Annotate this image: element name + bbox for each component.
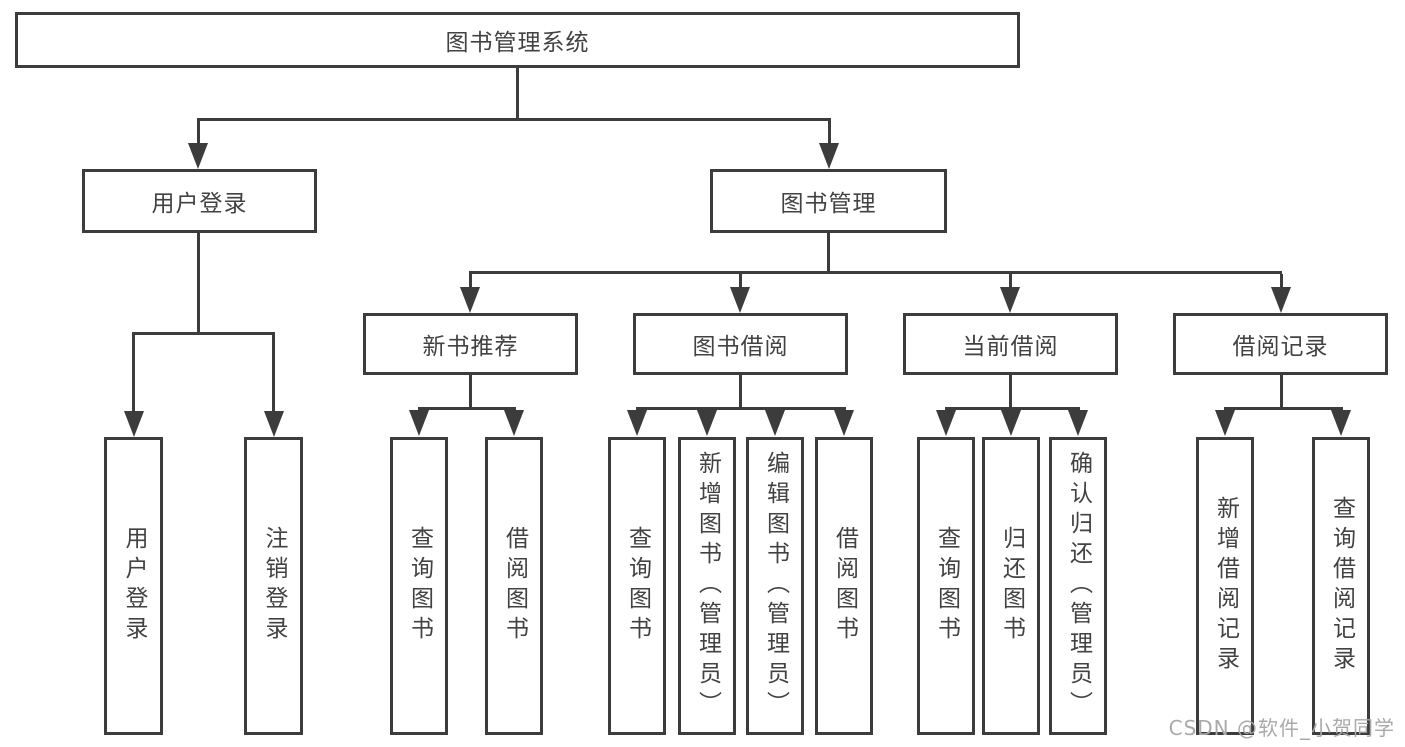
arrow-down-icon (697, 410, 717, 436)
connector-root-stem (516, 68, 519, 121)
leaf-return-books: 归还图书 (982, 437, 1040, 735)
connector-book-management-stem (827, 233, 830, 274)
node-borrowing-records: 借阅记录 (1173, 313, 1388, 375)
csdn-watermark: CSDN @软件_小贺同学 (1168, 716, 1395, 740)
connector-user-login-stem (197, 233, 200, 335)
connector-group-stem (469, 375, 472, 410)
connector-group-stem (1009, 375, 1012, 410)
connector-group-bar (945, 407, 1080, 410)
arrow-down-icon (1331, 410, 1351, 436)
arrow-down-icon (1215, 410, 1235, 436)
arrow-down-icon (188, 143, 208, 169)
arrow-down-icon (264, 411, 284, 437)
arrow-down-icon (1001, 410, 1021, 436)
arrow-down-icon (936, 410, 956, 436)
connector-group-stem (1280, 375, 1283, 410)
connector-drop-current-borrow (1009, 274, 1012, 290)
arrow-down-icon (1000, 287, 1020, 313)
connector-drop-login (132, 335, 135, 413)
connector-group-stem (739, 375, 742, 410)
arrow-down-icon (409, 410, 429, 436)
connector-group-bar (636, 407, 846, 410)
arrow-down-icon (504, 410, 524, 436)
connector-group-bar (418, 407, 516, 410)
arrow-down-icon (627, 410, 647, 436)
leaf-add-books-admin: 新增图书（管理员） (678, 437, 736, 735)
leaf-query-books: 查询图书 (917, 437, 975, 735)
arrow-down-icon (819, 143, 839, 169)
connector-drop-book-borrow (739, 274, 742, 290)
leaf-user-login: 用户登录 (104, 437, 163, 735)
leaf-query-books: 查询图书 (608, 437, 666, 735)
connector-user-login-bar (132, 332, 275, 335)
arrow-down-icon (834, 410, 854, 436)
connector-root-bar (197, 118, 831, 121)
leaf-query-books: 查询图书 (390, 437, 448, 735)
connector-book-management-bar (469, 271, 1282, 274)
arrow-down-icon (1271, 287, 1291, 313)
arrow-down-icon (765, 410, 785, 436)
leaf-logout: 注销登录 (244, 437, 303, 735)
node-book-management: 图书管理 (710, 169, 947, 233)
connector-drop-new-book (469, 274, 472, 290)
arrow-down-icon (460, 287, 480, 313)
leaf-borrow-books: 借阅图书 (485, 437, 543, 735)
leaf-edit-books-admin: 编辑图书（管理员） (746, 437, 804, 735)
leaf-borrow-books: 借阅图书 (815, 437, 873, 735)
connector-drop-borrow-records (1280, 274, 1283, 290)
connector-drop-book-management (828, 121, 831, 145)
node-new-book-recommendation: 新书推荐 (363, 313, 578, 375)
leaf-confirm-return-admin: 确认归还（管理员） (1049, 437, 1107, 735)
node-user-login: 用户登录 (82, 169, 317, 233)
arrow-down-icon (730, 287, 750, 313)
leaf-query-borrow-record: 查询借阅记录 (1312, 437, 1370, 735)
arrow-down-icon (124, 411, 144, 437)
connector-drop-logout (272, 335, 275, 413)
connector-drop-user-login (197, 121, 200, 145)
node-current-borrowing: 当前借阅 (903, 313, 1118, 375)
connector-group-bar (1224, 407, 1343, 410)
leaf-add-borrow-record: 新增借阅记录 (1196, 437, 1254, 735)
node-library-management-system: 图书管理系统 (15, 12, 1020, 68)
node-book-borrowing: 图书借阅 (633, 313, 848, 375)
arrow-down-icon (1068, 410, 1088, 436)
